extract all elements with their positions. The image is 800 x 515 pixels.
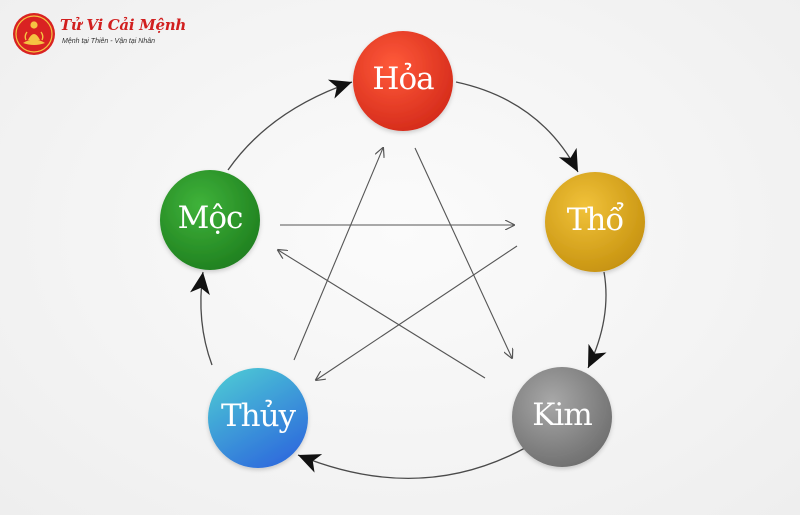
node-thuy: Thủy <box>208 368 308 468</box>
arc-hoa-to-tho <box>455 81 579 173</box>
star-hoa-to-kim <box>414 147 512 358</box>
arc-moc-to-hoa <box>227 79 353 171</box>
star-tho-to-thuy <box>316 245 518 380</box>
label-moc: Mộc <box>178 200 243 236</box>
arc-tho-to-kim <box>587 271 607 369</box>
label-thuy: Thủy <box>221 398 297 434</box>
label-tho: Thổ <box>567 201 625 238</box>
label-hoa: Hỏa <box>372 61 434 97</box>
controlling-star <box>278 147 518 380</box>
brand-tagline: Mệnh tại Thiên - Vận tại Nhân <box>62 38 155 45</box>
generating-cycle <box>190 79 607 479</box>
arc-thuy-to-moc <box>190 271 213 366</box>
star-kim-to-moc <box>278 250 486 379</box>
node-hoa: Hỏa <box>353 31 453 131</box>
node-tho: Thổ <box>545 172 645 272</box>
label-kim: Kim <box>532 397 592 433</box>
star-thuy-to-hoa <box>293 148 383 361</box>
brand-title: Tử Vi Cải Mệnh <box>60 16 186 34</box>
meditation-emblem-icon <box>13 13 55 55</box>
node-kim: Kim <box>512 367 612 467</box>
brand-logo[interactable]: Tử Vi Cải Mệnh Mệnh tại Thiên - Vận tại … <box>12 10 186 58</box>
node-moc: Mộc <box>160 170 260 270</box>
arc-kim-to-thuy <box>297 447 526 479</box>
